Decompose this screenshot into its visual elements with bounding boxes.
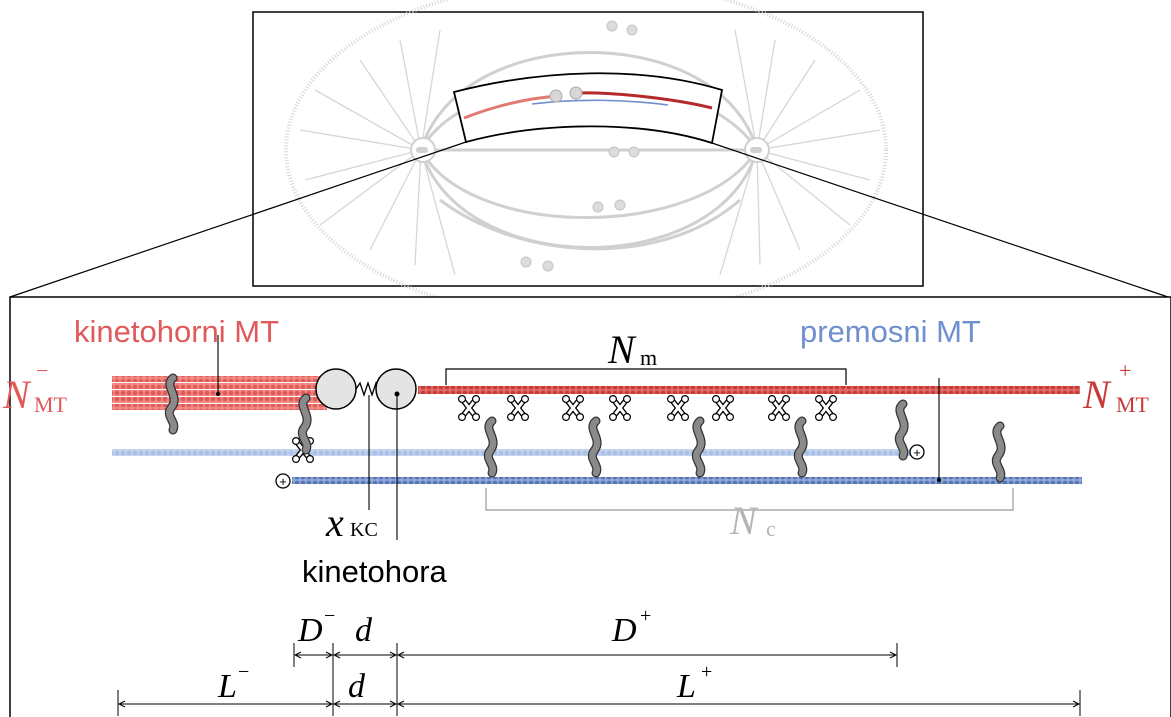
dimension-lines — [117, 643, 1081, 716]
n-m-bracket — [445, 368, 847, 385]
svg-text:m: m — [640, 345, 657, 370]
label-D-minus: D − — [297, 605, 335, 649]
spindle-inset — [252, 0, 924, 322]
label-x-kc: x KC — [325, 500, 378, 545]
label-bridging-mt: premosni MT — [800, 314, 981, 349]
plus-sign-right: + — [913, 445, 921, 460]
svg-text:N: N — [2, 372, 32, 417]
label-kinetochore: kinetohora — [302, 554, 448, 589]
n-c-bracket — [485, 488, 1014, 511]
zoom-line-right — [711, 142, 1169, 298]
svg-text:+: + — [640, 605, 651, 627]
svg-text:D: D — [611, 612, 637, 649]
label-L-minus: L − — [217, 661, 249, 705]
svg-text:KC: KC — [350, 519, 378, 541]
svg-text:MT: MT — [34, 392, 68, 417]
label-d-lower: d — [348, 668, 366, 705]
label-n-m: N m — [607, 327, 657, 372]
svg-text:+: + — [1119, 358, 1131, 383]
label-n-minus-mt: N − MT — [2, 358, 68, 417]
label-kinetochore-mt: kinetohorni MT — [74, 314, 279, 349]
plus-sign-left: + — [279, 474, 287, 489]
svg-text:N: N — [729, 498, 759, 543]
svg-text:D: D — [297, 612, 323, 649]
svg-text:−: − — [238, 661, 249, 683]
detail-panel: + + — [9, 296, 1171, 717]
zoom-line-left — [9, 141, 467, 298]
label-n-plus-mt: N + MT — [1082, 358, 1150, 417]
label-D-plus: D + — [611, 605, 651, 649]
svg-text:N: N — [1082, 372, 1112, 417]
kinetochore-pair — [315, 368, 417, 410]
svg-text:L: L — [676, 668, 696, 705]
svg-text:c: c — [766, 516, 776, 541]
svg-text:+: + — [701, 661, 712, 683]
label-n-c: N c — [729, 498, 776, 543]
svg-text:x: x — [325, 500, 344, 545]
bridging-mt-light — [112, 449, 922, 456]
bridging-mt-dark — [292, 477, 1082, 484]
svg-text:MT: MT — [1116, 392, 1150, 417]
label-L-plus: L + — [676, 661, 712, 705]
svg-text:−: − — [36, 358, 48, 383]
svg-text:N: N — [607, 327, 637, 372]
label-d-upper: d — [355, 612, 373, 649]
svg-text:L: L — [217, 668, 237, 705]
svg-text:−: − — [324, 605, 335, 627]
kinetochore-mt-right — [418, 386, 1080, 394]
plus-end-markers: + + — [275, 444, 925, 489]
